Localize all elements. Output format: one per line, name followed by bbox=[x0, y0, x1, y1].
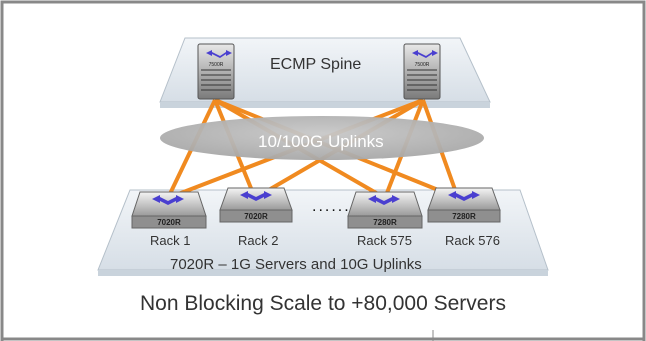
leaf-switch-2-model: 7020R bbox=[244, 212, 268, 221]
spine-label: ECMP Spine bbox=[270, 56, 362, 73]
leaf-switch-1-model: 7020R bbox=[157, 218, 181, 227]
uplinks-label: 10/100G Uplinks bbox=[258, 132, 384, 151]
uplinks-ellipse bbox=[160, 116, 484, 160]
spine-switch-left: 7500R bbox=[197, 43, 235, 100]
rack-label-1: Rack 1 bbox=[150, 233, 191, 248]
ellipsis-dots: ...... bbox=[312, 198, 351, 215]
leaf-switch-3-model: 7280R bbox=[373, 218, 397, 227]
leaf-switch-2: 7020R bbox=[219, 187, 293, 223]
leaf-switch-4: 7280R bbox=[427, 187, 501, 223]
leaf-description: 7020R – 1G Servers and 10G Uplinks bbox=[170, 256, 422, 273]
spine-switch-left-model: 7500R bbox=[209, 62, 224, 68]
rack-label-3: Rack 575 bbox=[357, 233, 412, 248]
rack-label-2: Rack 2 bbox=[238, 233, 279, 248]
spine-switch-right: 7500R bbox=[403, 43, 441, 100]
leaf-switch-4-model: 7280R bbox=[452, 212, 476, 221]
rack-label-4: Rack 576 bbox=[445, 233, 500, 248]
spine-switch-right-model: 7500R bbox=[415, 62, 430, 68]
caption: Non Blocking Scale to +80,000 Servers bbox=[140, 292, 506, 315]
leaf-switch-1: 7020R bbox=[131, 191, 207, 229]
leaf-switch-3: 7280R bbox=[347, 191, 423, 229]
